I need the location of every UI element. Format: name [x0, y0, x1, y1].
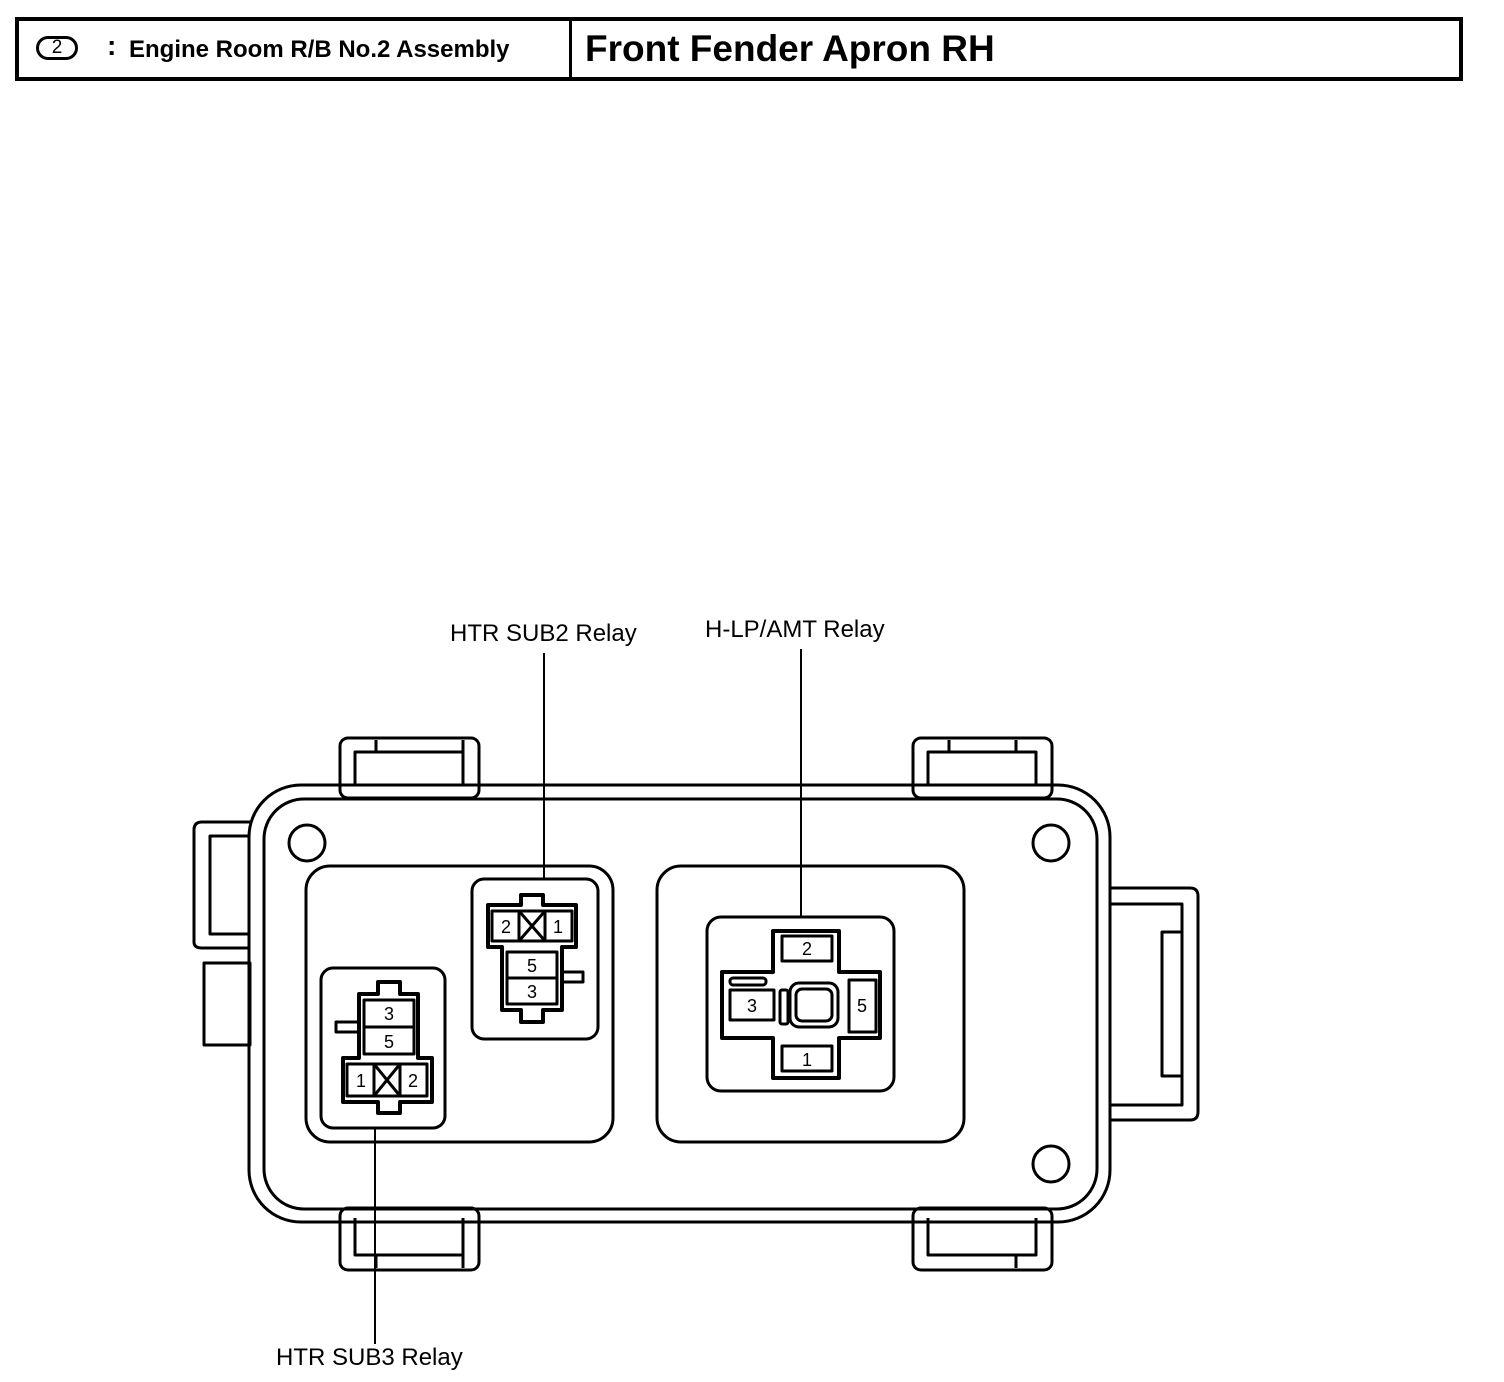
htr-sub2-pin-3: 3: [527, 982, 537, 1002]
relay-block-inner-frame: [262, 797, 1099, 1211]
htr-sub2-relay-socket: [470, 877, 600, 1041]
header-assembly-cell: 2 : Engine Room R/B No.2 Assembly: [19, 21, 572, 77]
mount-tab-top-left: [338, 736, 481, 800]
relay-block-housing: [247, 783, 1112, 1224]
mounting-hole-bottom-right: [1031, 1144, 1071, 1184]
htr-sub3-relay-label: HTR SUB3 Relay: [276, 1344, 463, 1371]
mount-tab-top-right: [911, 736, 1054, 800]
htr-sub2-relay-label: HTR SUB2 Relay: [450, 620, 637, 647]
header-colon: :: [107, 30, 117, 61]
left-relay-panel: [304, 864, 615, 1144]
side-tab-left: [192, 820, 252, 1047]
reference-number-badge: 2: [36, 36, 78, 60]
mounting-hole-top-left: [287, 823, 327, 863]
hlp-amt-pin-2: 2: [802, 939, 812, 959]
htr-sub3-pin-5: 5: [384, 1032, 394, 1052]
htr-sub2-pin-2: 2: [501, 917, 511, 937]
htr-sub2-pin-5: 5: [527, 956, 537, 976]
hlp-amt-pin-3: 3: [747, 996, 757, 1016]
right-relay-panel: [655, 864, 966, 1144]
mounting-hole-top-right: [1031, 823, 1071, 863]
assembly-name: Engine Room R/B No.2 Assembly: [129, 36, 510, 63]
header-bar: 2 : Engine Room R/B No.2 Assembly Front …: [15, 17, 1463, 81]
hlp-amt-pin-1: 1: [802, 1050, 812, 1070]
hlp-amt-pin-5: 5: [857, 996, 867, 1016]
htr-sub3-pin-3: 3: [384, 1004, 394, 1024]
htr-sub3-pin-1: 1: [356, 1071, 366, 1091]
htr-sub2-pin-1: 1: [553, 917, 563, 937]
htr-sub3-relay-socket: [319, 966, 447, 1130]
location-title: Front Fender Apron RH: [585, 28, 995, 69]
mount-tab-bottom-right: [911, 1206, 1054, 1272]
side-tab-right: [1110, 886, 1200, 1122]
hlp-amt-relay-label: H-LP/AMT Relay: [705, 616, 885, 643]
htr-sub3-pin-2: 2: [408, 1071, 418, 1091]
mount-tab-bottom-left: [338, 1206, 481, 1272]
